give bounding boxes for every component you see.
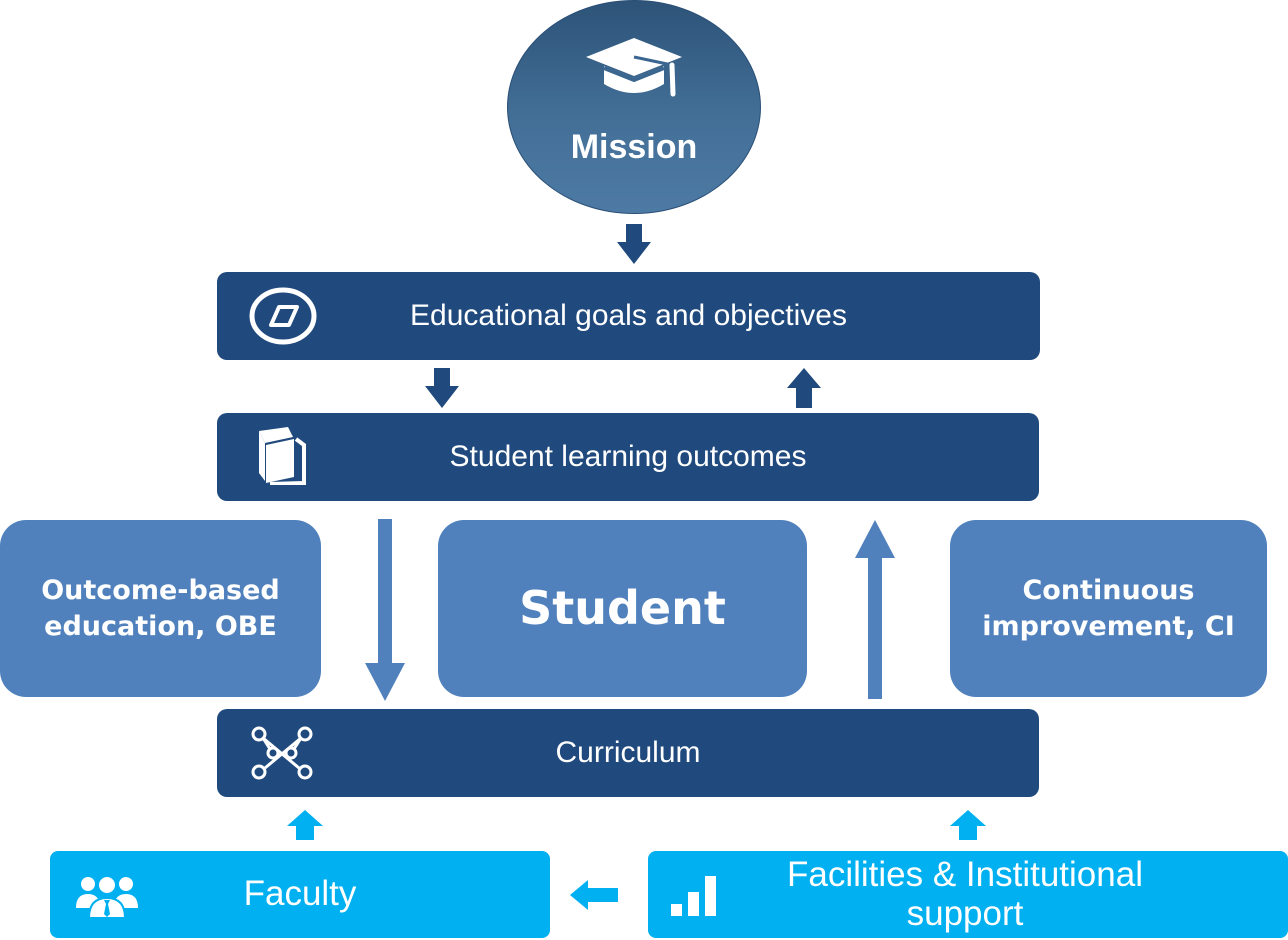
curriculum-label: Curriculum (555, 736, 701, 769)
book-icon (256, 425, 312, 485)
mission-circle: Mission (507, 0, 761, 214)
arrow-up-faculty-curriculum (287, 810, 323, 840)
ci-line2: improvement, CI (982, 610, 1235, 642)
goals-label: Educational goals and objectives (410, 299, 847, 332)
faculty-label: Faculty (243, 874, 357, 914)
goals-bar: Educational goals and objectives (217, 272, 1040, 360)
obe-box: Outcome-based education, OBE (0, 520, 321, 697)
arrow-down-mission-goals (617, 224, 651, 264)
student-label: Student (519, 580, 726, 635)
obe-line1: Outcome-based (41, 575, 280, 607)
student-box: Student (438, 520, 807, 697)
bar-chart-icon (670, 872, 718, 918)
facilities-box: Facilities & Institutional support (648, 851, 1288, 938)
obe-line2: education, OBE (44, 610, 277, 642)
mission-label: Mission (570, 128, 698, 166)
facilities-line1: Facilities & Institutional (787, 855, 1143, 894)
facilities-line2: support (906, 893, 1024, 933)
arrow-down-goals-outcomes (425, 368, 459, 408)
arrow-up-outcomes-goals (787, 368, 821, 408)
network-icon (250, 725, 314, 781)
ci-line1: Continuous (1022, 575, 1195, 607)
arrow-left-facilities-faculty (570, 880, 618, 910)
graduation-cap-icon (582, 32, 686, 100)
compass-icon (249, 287, 317, 345)
faculty-box: Faculty (50, 851, 550, 938)
outcomes-label: Student learning outcomes (449, 440, 807, 473)
arrow-up-curriculum-outcomes (855, 520, 895, 699)
arrow-up-facilities-curriculum (950, 810, 986, 840)
people-icon (75, 872, 139, 918)
ci-box: Continuous improvement, CI (950, 520, 1267, 697)
arrow-down-outcomes-curriculum (365, 519, 405, 701)
outcomes-bar: Student learning outcomes (217, 413, 1039, 501)
curriculum-bar: Curriculum (217, 709, 1039, 797)
